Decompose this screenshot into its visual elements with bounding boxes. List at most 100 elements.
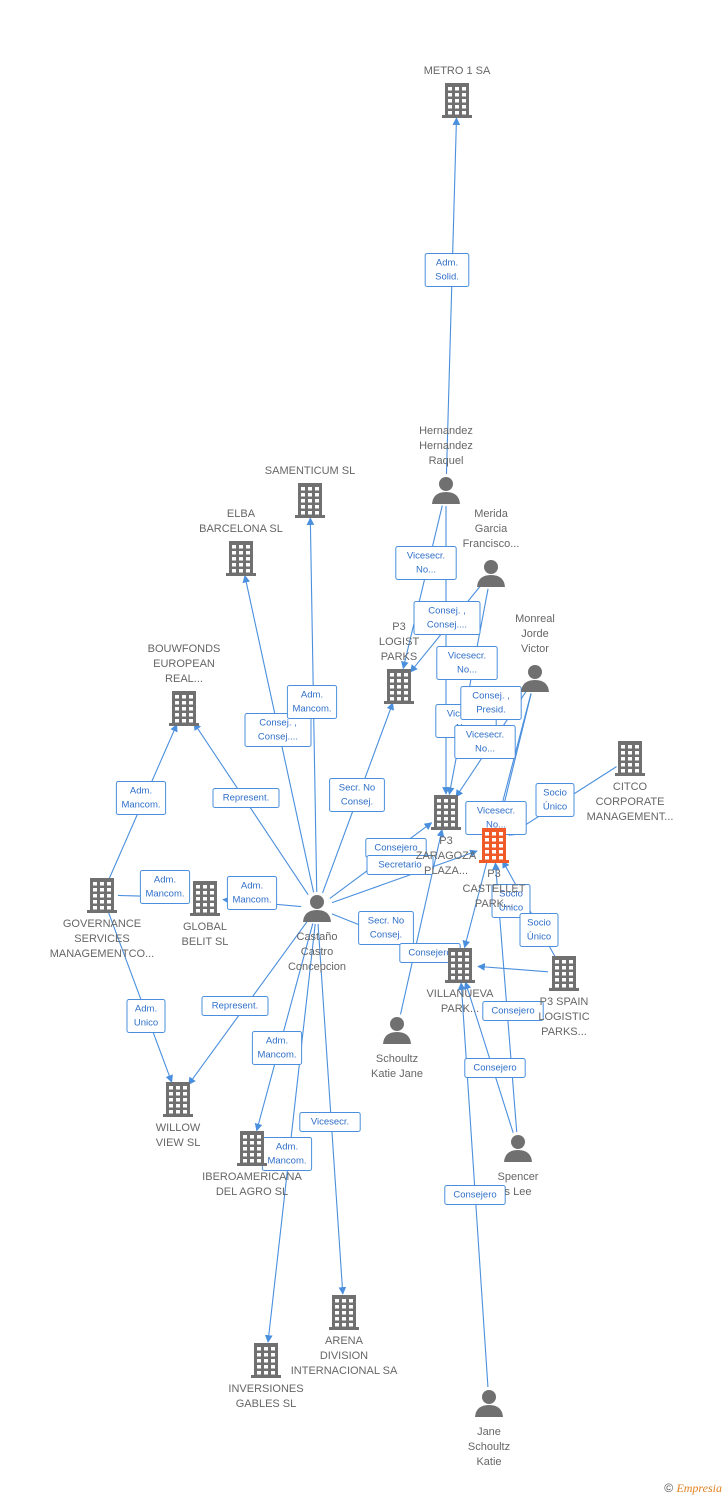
- edge-label-box[interactable]: [444, 1185, 506, 1205]
- edge-label-text[interactable]: Adm.: [135, 1004, 157, 1015]
- edge-label-text[interactable]: No...: [486, 820, 506, 831]
- node-bouwfonds[interactable]: BOUWFONDSEUROPEANREAL...: [148, 643, 221, 726]
- edge-label[interactable]: Adm.Mancom.: [251, 1031, 303, 1065]
- edge-label-text[interactable]: Presid.: [476, 705, 506, 716]
- edge-label[interactable]: Consejero: [482, 1001, 544, 1021]
- edge-label[interactable]: Consejero: [444, 1185, 506, 1205]
- edge-label[interactable]: Adm. Mancom.: [226, 876, 278, 910]
- edge-label-text[interactable]: Consejero: [408, 948, 451, 959]
- edge-label-text[interactable]: Mancom.: [267, 1156, 306, 1167]
- edge-label[interactable]: Adm.Mancom.: [139, 870, 191, 904]
- edge-label-text[interactable]: Socio: [543, 788, 567, 799]
- edge-label-text[interactable]: Vicesecr.: [407, 551, 445, 562]
- edge-label[interactable]: Secretario: [366, 855, 434, 875]
- edge-label-box[interactable]: [366, 855, 434, 875]
- edge-label-text[interactable]: Consejero: [374, 843, 417, 854]
- node-p3zar[interactable]: P3ZARAGOZAPLAZA...: [416, 795, 477, 877]
- edge-label-text[interactable]: Adm.: [241, 881, 263, 892]
- edge-label-text[interactable]: Socio: [499, 889, 523, 900]
- edge-label-text[interactable]: Consej....: [427, 620, 467, 631]
- edge-label-box[interactable]: [519, 913, 559, 947]
- edge-label-text[interactable]: Represent.: [212, 1001, 258, 1012]
- edge-label[interactable]: Adm.Mancom.: [115, 781, 167, 815]
- edge-label-text[interactable]: Adm.: [301, 690, 323, 701]
- edge-label-text[interactable]: Consej. ,: [259, 718, 297, 729]
- edge-label-box[interactable]: [329, 778, 385, 812]
- edge-label[interactable]: Vicesecr.No...: [436, 646, 498, 680]
- edge-label-box[interactable]: [201, 996, 269, 1016]
- edge-label-box[interactable]: [212, 788, 280, 808]
- edge-label-box[interactable]: [454, 725, 516, 759]
- edge-label-text[interactable]: Represent.: [223, 793, 269, 804]
- edge-label[interactable]: Consejero: [464, 1058, 526, 1078]
- edge-label-text[interactable]: Mancom.: [232, 895, 271, 906]
- edge-label-text[interactable]: Vicesecr.: [466, 730, 504, 741]
- node-governance[interactable]: GOVERNANCESERVICESMANAGEMENTCO...: [50, 878, 155, 960]
- edge-label-box[interactable]: [491, 884, 531, 918]
- node-merida[interactable]: MeridaGarciaFrancisco...: [463, 508, 520, 587]
- node-p3spain[interactable]: P3 SPAINLOGISTICPARKS...: [538, 956, 590, 1038]
- edge-label-text[interactable]: Mancom.: [292, 704, 331, 715]
- edge-label[interactable]: Consej. , Presid.: [460, 686, 522, 720]
- edge-label-text[interactable]: Unico: [134, 1018, 158, 1029]
- node-citco[interactable]: CITCOCORPORATEMANAGEMENT...: [587, 741, 674, 823]
- edge-label-box[interactable]: [464, 1058, 526, 1078]
- edge-label[interactable]: Adm. Solid.: [424, 253, 470, 287]
- edge-label-box[interactable]: [436, 646, 498, 680]
- edge-label-text[interactable]: Consej.: [370, 930, 402, 941]
- edge-label-box[interactable]: [299, 1112, 361, 1132]
- edge-label-text[interactable]: Consejero: [473, 1063, 516, 1074]
- edge-label-text[interactable]: Secr. No: [368, 916, 404, 927]
- edge-label-text[interactable]: Único: [543, 802, 567, 813]
- edge-label[interactable]: Vicesecr.: [299, 1112, 361, 1132]
- edge-label[interactable]: Consej. , Consej....: [413, 601, 481, 635]
- edge-label-text[interactable]: Solid.: [435, 272, 459, 283]
- edge-label-box[interactable]: [126, 999, 166, 1033]
- edge-label-text[interactable]: Consej. ,: [472, 691, 510, 702]
- edge-label-text[interactable]: Único: [527, 932, 551, 943]
- edge-label-box[interactable]: [244, 713, 312, 747]
- edge-label-box[interactable]: [286, 685, 338, 719]
- edge-label-text[interactable]: Consejero: [491, 1006, 534, 1017]
- edge-label-text[interactable]: Consej.: [341, 797, 373, 808]
- edge-label-text[interactable]: Consej. ,: [428, 606, 466, 617]
- edge-label[interactable]: Consej. , Consej....: [244, 713, 312, 747]
- edge-label-text[interactable]: Socio: [527, 918, 551, 929]
- edge-label-text[interactable]: Adm.: [266, 1036, 288, 1047]
- edge-label-text[interactable]: Consej....: [258, 732, 298, 743]
- edge-label-text[interactable]: Consejero: [453, 1190, 496, 1201]
- edge-label[interactable]: Secr. No Consej.: [358, 911, 414, 945]
- edge-label-text[interactable]: Vicesecr.: [477, 806, 515, 817]
- edge-label-box[interactable]: [413, 601, 481, 635]
- edge-label[interactable]: Vicesecr.No...: [395, 546, 457, 580]
- edge-label-text[interactable]: Secretario: [378, 860, 421, 871]
- edge-label-text[interactable]: No...: [457, 665, 477, 676]
- edge-label-text[interactable]: Mancom.: [121, 800, 160, 811]
- edge-label-box[interactable]: [251, 1031, 303, 1065]
- edge-label-box[interactable]: [482, 1001, 544, 1021]
- edge-label[interactable]: Represent.: [212, 788, 280, 808]
- edge-label-text[interactable]: No...: [475, 744, 495, 755]
- edge-label-box[interactable]: [358, 911, 414, 945]
- edge-label-box[interactable]: [535, 783, 575, 817]
- node-p3cast[interactable]: P3CASTELLETPARK...: [463, 828, 526, 910]
- edge-label[interactable]: Vicesecr. No...: [454, 725, 516, 759]
- edge-label-text[interactable]: Adm.: [436, 258, 458, 269]
- edge-label-text[interactable]: Único: [499, 903, 523, 914]
